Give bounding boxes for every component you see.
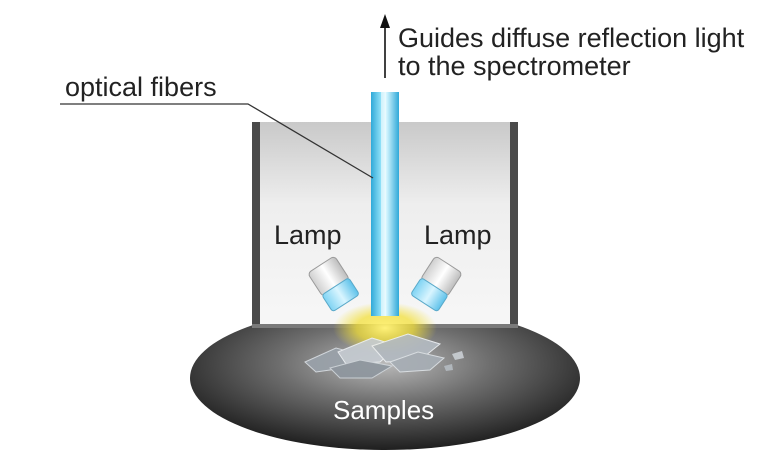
lamp-right-label: Lamp [424,220,492,250]
arrow-up-icon [380,14,390,78]
sample-stage [190,306,580,450]
fiber-leader-line [60,103,374,179]
sample-crystals [304,333,464,379]
optical-fiber-highlight [381,92,386,316]
lamp-left-label: Lamp [274,220,342,250]
optical-fibers-label: optical fibers [65,72,217,102]
destination-text-line-1: Guides diffuse reflection light [398,23,745,53]
lamp-right [411,256,462,312]
housing-left-wall [252,122,260,328]
housing-right-wall [510,122,518,328]
samples-label: Samples [333,395,435,425]
destination-text-line-2: to the spectrometer [398,51,631,81]
lamp-left [308,256,359,312]
